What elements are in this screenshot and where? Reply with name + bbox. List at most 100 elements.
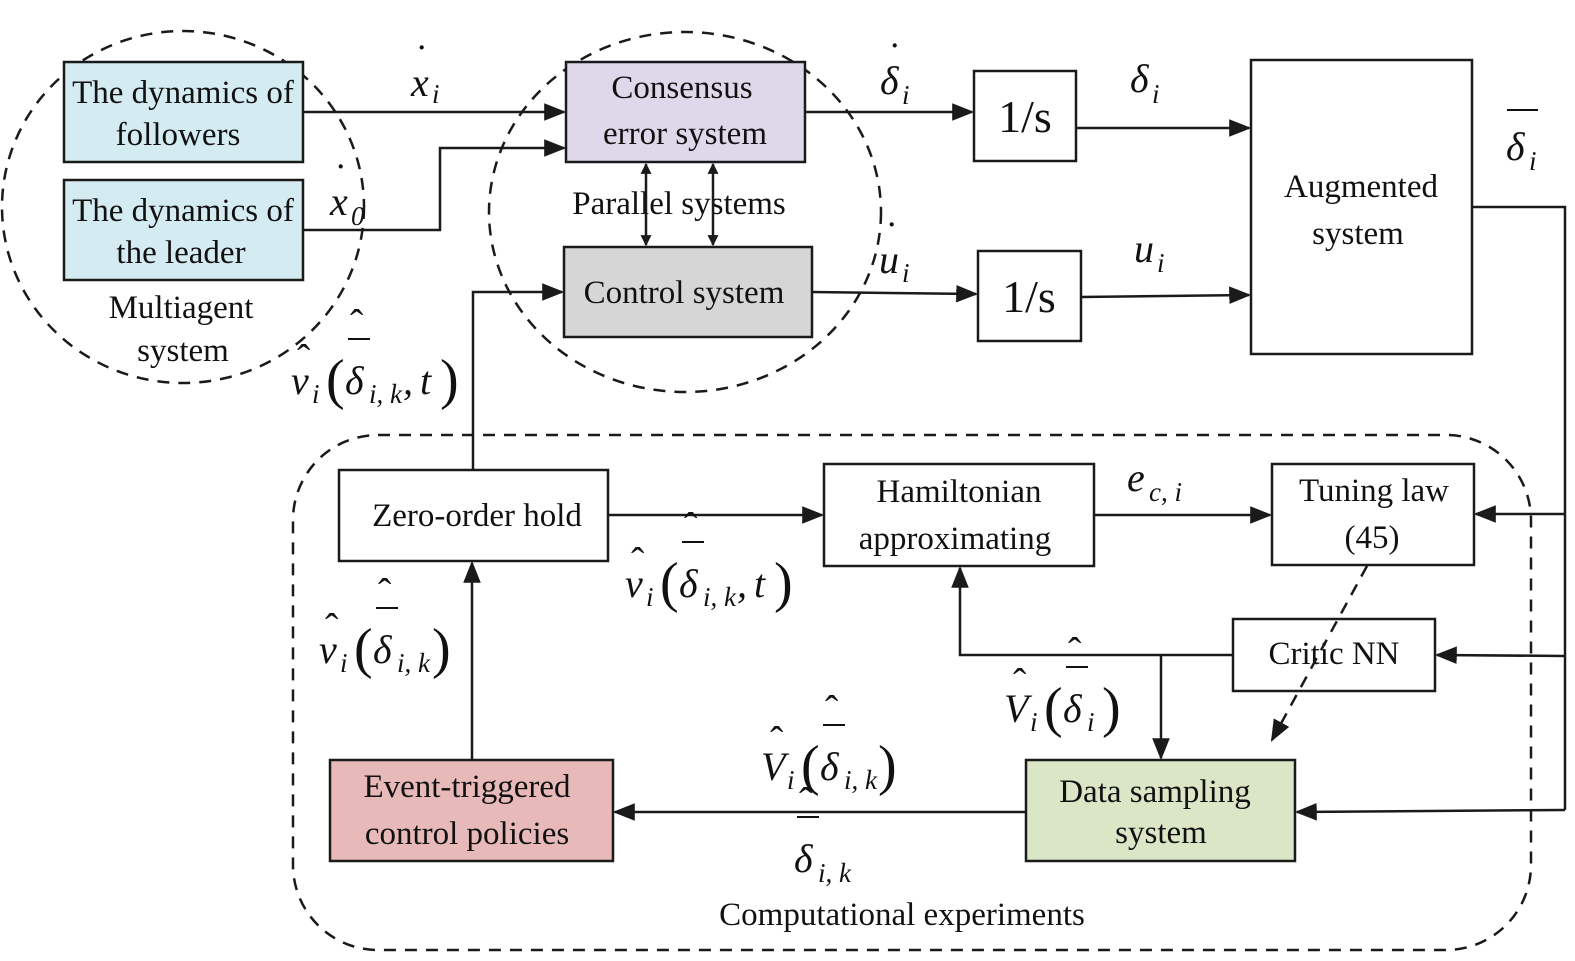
svg-text:i: i [1157,248,1165,278]
svg-text:(: ( [354,618,373,680]
svg-text:V: V [761,744,790,789]
svg-text:): ) [774,552,793,614]
svg-text:˙: ˙ [334,155,347,200]
svg-text:i: i [1087,707,1095,737]
svg-text:Event-triggered: Event-triggered [363,769,571,805]
multiagent-system-label: Multiagent system [109,290,254,369]
svg-text:i, k: i, k [397,648,431,678]
svg-text:system: system [137,333,229,369]
svg-text:Control system: Control system [584,275,785,311]
hamiltonian-approximating-block: Hamiltonian approximating [822,462,1096,568]
svg-text:ˆ: ˆ [1013,660,1027,705]
svg-text:Zero-order hold: Zero-order hold [372,498,582,534]
svg-text:Multiagent: Multiagent [109,290,254,326]
svg-text:x: x [410,60,429,105]
svg-text:Critic NN: Critic NN [1268,636,1399,672]
label-v-hat-zoh-output: v ˆ i ( δ ˆ i, k , t ) [625,504,793,614]
svg-text:approximating: approximating [859,521,1051,557]
svg-text:0: 0 [351,201,365,231]
label-x-dot-i: x ˙ i [410,36,440,109]
svg-text:Hamiltonian: Hamiltonian [877,474,1042,510]
svg-text:i, k: i, k [703,582,737,612]
label-V-hat-critic-output: V ˆ i ( δ ˆ i ) [1004,629,1121,739]
svg-text:e: e [1127,455,1145,500]
svg-text:(: ( [660,552,679,614]
augmented-system-block: Augmented system [1249,58,1474,356]
integrator-top-block: 1/s [972,69,1078,163]
svg-text:1/s: 1/s [998,91,1052,142]
svg-text:t: t [754,561,766,606]
control-system-block: Control system [562,245,814,339]
wire-bus-to-data-sampling [1294,803,1566,821]
label-e-ci: e c, i [1127,455,1182,507]
svg-text:control policies: control policies [365,816,569,852]
svg-text:δ: δ [794,836,814,881]
svg-text:ˆ: ˆ [770,718,784,763]
svg-text:i: i [1030,707,1038,737]
svg-text:i: i [1152,79,1160,109]
svg-text:1/s: 1/s [1002,271,1056,322]
svg-text:i: i [1529,146,1537,176]
parallel-systems-region [487,30,883,394]
leader-dynamics-block: The dynamics of the leader [62,178,305,282]
label-v-hat-event-output: v ˆ i ( δ ˆ i, k ) [319,570,451,680]
svg-text:v: v [291,358,309,403]
svg-text:ˆ: ˆ [631,539,645,584]
svg-text:x: x [329,179,348,224]
svg-text:): ) [878,735,897,797]
wire-bus-to-critic [1434,646,1566,664]
svg-text:δ: δ [1130,56,1150,101]
svg-text:δ: δ [1506,124,1526,169]
svg-text:i, k: i, k [369,379,403,409]
critic-nn-block: Critic NN [1231,617,1437,693]
data-sampling-system-block: Data sampling system [1024,758,1297,863]
svg-text:(: ( [1044,677,1063,739]
wire-integrator-to-augmented-bottom [1080,286,1252,305]
svg-text:i: i [432,79,440,109]
svg-text:i, k: i, k [818,858,852,888]
zero-order-hold-block: Zero-order hold [337,468,610,563]
svg-text:c, i: c, i [1149,477,1182,507]
svg-text:,: , [403,358,413,403]
svg-text:ˆ: ˆ [684,504,698,549]
svg-text:The dynamics of: The dynamics of [72,75,294,111]
svg-text:V: V [1004,686,1033,731]
integrator-bottom-block: 1/s [976,249,1083,343]
svg-text:δ: δ [820,744,840,789]
label-v-hat-control-input: v ˆ i ( δ ˆ i, k , t ) [291,301,459,411]
svg-text:ˆ: ˆ [1068,629,1082,674]
event-triggered-policies-block: Event-triggered control policies [328,758,615,863]
svg-text:system: system [1312,216,1404,252]
svg-text:(45): (45) [1345,520,1400,556]
label-x-dot-0: x ˙ 0 [329,155,365,231]
svg-text:u: u [879,237,899,282]
svg-text:u: u [1134,226,1154,271]
computational-experiments-label: Computational experiments [719,897,1085,933]
svg-text:ˆ: ˆ [350,301,364,346]
svg-text:ˆ: ˆ [378,570,392,615]
svg-text:i: i [902,80,910,110]
svg-text:ˆ: ˆ [825,687,839,732]
svg-text:Tuning law: Tuning law [1299,473,1449,509]
label-u-i: u i [1134,226,1165,278]
svg-text:,: , [737,561,747,606]
svg-text:Data sampling: Data sampling [1059,774,1251,810]
wire-leader-to-consensus [303,139,567,232]
parallel-systems-label: Parallel systems [572,186,786,222]
svg-text:v: v [319,627,337,672]
svg-text:error system: error system [603,116,767,152]
label-delta-dot-i: δ ˙ i [880,34,910,110]
multiagent-region [0,29,366,385]
svg-text:system: system [1115,815,1207,851]
wire-control-to-integrator [811,284,979,303]
wire-zoh-to-control [471,283,565,470]
label-delta-hat-sampled: δ ˆ i, k [794,779,852,888]
svg-text:δ: δ [1063,686,1083,731]
svg-text:δ: δ [880,58,900,103]
svg-text:v: v [625,561,643,606]
svg-text:i: i [787,765,795,795]
svg-text:˙: ˙ [888,34,901,79]
label-V-hat-sampled: V ˆ i ( δ ˆ i, k ) [761,687,897,797]
svg-text:δ: δ [373,627,393,672]
